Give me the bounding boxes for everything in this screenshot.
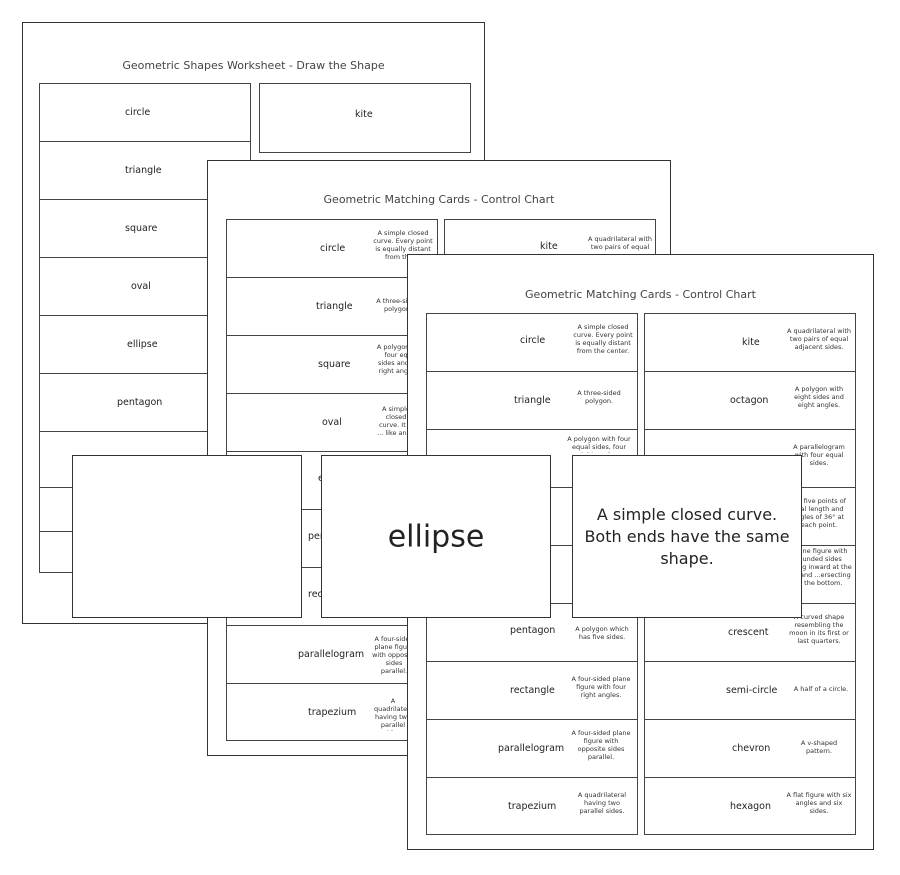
- row-description: A simple closed curve. Every point is eq…: [373, 229, 433, 261]
- row-label: circle: [320, 243, 346, 254]
- row-description: A three-sided polygon.: [577, 389, 621, 405]
- row-description: A four-sided plane figure with opposite …: [372, 635, 416, 675]
- row-label: triangle: [316, 301, 353, 312]
- row-label: triangle: [125, 165, 162, 176]
- row-label: pentagon: [117, 397, 163, 408]
- definition-card: A simple closed curve. Both ends have th…: [572, 455, 802, 618]
- row-label: chevron: [732, 743, 771, 754]
- worksheet-right-column: [259, 83, 471, 153]
- row-label: kite: [742, 337, 760, 348]
- row-description: A four-sided plane figure with four righ…: [571, 675, 631, 699]
- chart-rows-right: kite A quadrilateral with two pairs of e…: [644, 313, 856, 835]
- row-label: trapezium: [308, 707, 357, 718]
- table-row: parallelogram A four-sided plane figure …: [226, 625, 438, 684]
- worksheet-rows: circle triangle square oval ellipse pent…: [39, 83, 251, 573]
- row-label: circle: [125, 107, 151, 118]
- row-label: parallelogram: [298, 649, 365, 660]
- label-card: ellipse: [321, 455, 551, 618]
- row-label: circle: [520, 335, 546, 346]
- row-label: square: [125, 223, 158, 234]
- row-description: A polygon which has five sides.: [575, 625, 629, 641]
- table-row: oval: [39, 257, 251, 316]
- row-description: ...s five points of ...al length and ...…: [792, 497, 846, 529]
- row-description: A v-shaped pattern.: [800, 739, 838, 755]
- table-row: triangle A three-sided polygon.: [226, 277, 438, 336]
- chart-title: Geometric Matching Cards - Control Chart: [525, 288, 756, 301]
- row-label: kite: [355, 109, 373, 120]
- row-description: A polygon with four equal sides and four…: [376, 343, 426, 375]
- table-row: trapezium A quadrilateral having two par…: [226, 683, 438, 741]
- table-row: circle A simple closed curve. Every poin…: [226, 219, 438, 278]
- table-row: parallelogram A four-sided plane figure …: [426, 719, 638, 778]
- table-row: triangle: [39, 141, 251, 200]
- table-row: circle: [39, 83, 251, 142]
- row-description: A quadrilateral having two parallel side…: [577, 791, 627, 815]
- row-label: crescent: [728, 627, 769, 638]
- row-description: A quadrilateral with two pairs of equal …: [786, 327, 851, 351]
- row-label: semi-circle: [726, 685, 778, 696]
- card-definition: A simple closed curve. Both ends have th…: [584, 504, 790, 568]
- table-row: circle A simple closed curve. Every poin…: [426, 313, 638, 372]
- table-row: chevron A v-shaped pattern.: [644, 719, 856, 778]
- row-description: ...lane figure with ...unded sides ...vi…: [786, 547, 852, 587]
- row-description: A parallelogram with four equal sides.: [793, 443, 845, 467]
- row-label: triangle: [514, 395, 551, 406]
- table-row: oval A simple closed curve. It is ... li…: [226, 393, 438, 452]
- row-description: A four-sided plane figure with opposite …: [571, 729, 631, 761]
- table-row: square A polygon with four equal sides a…: [226, 335, 438, 394]
- row-description: A flat figure with six angles and six si…: [786, 791, 852, 815]
- row-label: pentagon: [510, 625, 556, 636]
- row-label: parallelogram: [498, 743, 565, 754]
- chart-title: Geometric Matching Cards - Control Chart: [323, 193, 555, 206]
- picture-card: [72, 455, 302, 618]
- row-description: A simple closed curve. Every point is eq…: [573, 323, 633, 355]
- table-row: crescent A curved shape resembling the m…: [644, 603, 856, 662]
- table-row: kite: [259, 83, 471, 153]
- row-description: A three-sided polygon.: [376, 297, 420, 313]
- row-label: octagon: [730, 395, 769, 406]
- row-description: A polygon with eight sides and eight ang…: [794, 385, 844, 409]
- table-row: octagon A polygon with eight sides and e…: [644, 371, 856, 430]
- row-description: A quadrilateral having two parallel side…: [374, 697, 412, 731]
- table-row: hexagon A flat figure with six angles an…: [644, 777, 856, 835]
- table-row: rectangle A four-sided plane figure with…: [426, 661, 638, 720]
- card-word: ellipse: [387, 519, 485, 554]
- row-label: rectangle: [510, 685, 555, 696]
- table-row: pentagon: [39, 373, 251, 432]
- table-row: trapezium A quadrilateral having two par…: [426, 777, 638, 835]
- row-description: A curved shape resembling the moon in it…: [789, 613, 849, 645]
- table-row: square: [39, 199, 251, 258]
- row-label: square: [318, 359, 351, 370]
- table-row: kite A quadrilateral with two pairs of e…: [644, 313, 856, 372]
- row-description: A polygon with four equal sides, four ri…: [567, 435, 631, 453]
- row-label: ellipse: [127, 339, 158, 350]
- table-row: ellipse: [39, 315, 251, 374]
- worksheet-title: Geometric Shapes Worksheet - Draw the Sh…: [122, 59, 385, 72]
- row-label: trapezium: [508, 801, 557, 812]
- row-label: oval: [131, 281, 151, 292]
- row-label: hexagon: [730, 801, 772, 812]
- row-description: A simple closed curve. It is ... like an…: [377, 405, 415, 437]
- row-label: kite: [540, 241, 558, 252]
- table-row: semi-circle A half of a circle.: [644, 661, 856, 720]
- table-row: triangle A three-sided polygon.: [426, 371, 638, 430]
- row-label: oval: [322, 417, 342, 428]
- chart-rows-left: circle A simple closed curve. Every poin…: [426, 313, 638, 835]
- row-description: A half of a circle.: [793, 685, 849, 693]
- table-row: pentagon A polygon which has five sides.: [426, 603, 638, 662]
